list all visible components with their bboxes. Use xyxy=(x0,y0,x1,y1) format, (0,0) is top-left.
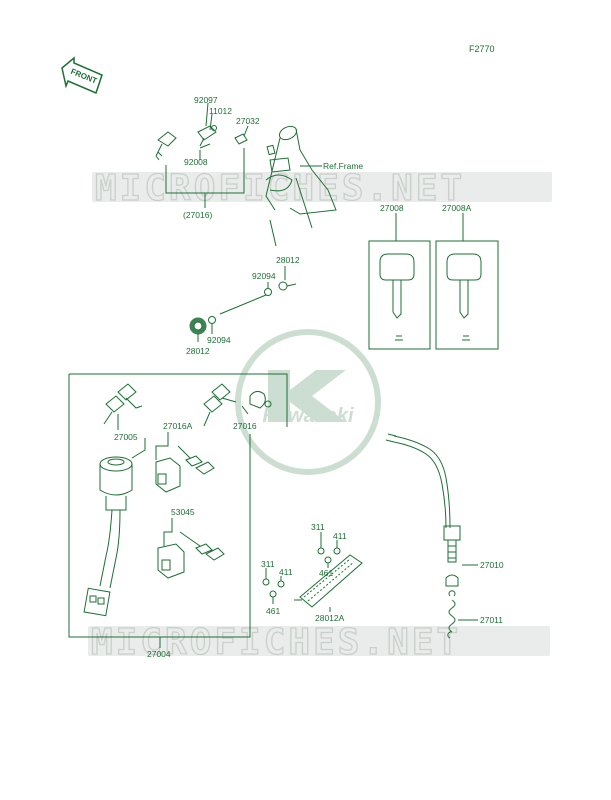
watermark-bottom: MICROFICHES.NET xyxy=(88,621,550,664)
kawasaki-logo: Kawasaki xyxy=(235,329,381,475)
ignition-switch-assembly: 27004 27016 27005 27016A xyxy=(68,373,288,659)
frame-head-pipe: Ref.Frame xyxy=(265,125,363,247)
label-ref-frame: Ref.Frame xyxy=(323,161,363,171)
watermark-text-bottom: MICROFICHES.NET xyxy=(91,622,461,663)
label-28012-top: 28012 xyxy=(276,255,300,265)
brake-light-switch: 27010 27011 xyxy=(385,433,504,639)
figure-code: F2770 xyxy=(469,44,495,54)
label-311-b: 311 xyxy=(261,559,275,569)
label-27016A: 27016A xyxy=(163,421,193,431)
label-92097: 92097 xyxy=(194,95,218,105)
logo-text: Kawasaki xyxy=(262,405,354,427)
label-27032: 27032 xyxy=(236,116,260,126)
label-461-b: 461 xyxy=(266,606,280,616)
reflector-assembly: 311 411 461 311 411 461 28012A xyxy=(261,522,363,623)
label-27005: 27005 xyxy=(114,432,138,442)
key-blanks: 27008 27008A xyxy=(368,203,499,350)
label-27008: 27008 xyxy=(380,203,404,213)
label-53045: 53045 xyxy=(171,507,195,517)
label-27004: 27004 xyxy=(147,649,171,659)
watermark-text-top: MICROFICHES.NET xyxy=(95,168,465,209)
label-11012: 11012 xyxy=(209,106,232,116)
label-311-a: 311 xyxy=(311,522,325,532)
label-27010: 27010 xyxy=(480,560,504,570)
label-28012-bottom: 28012 xyxy=(186,346,210,356)
label-92094-bottom: 92094 xyxy=(207,335,231,345)
label-27011: 27011 xyxy=(480,615,503,625)
key-set-group: 92097 11012 27032 92008 (27016) xyxy=(155,95,260,220)
label-411-a: 411 xyxy=(333,531,347,541)
front-arrow-icon: FRONT xyxy=(61,56,103,95)
label-461-a: 461 xyxy=(319,568,333,578)
label-27016-group: (27016) xyxy=(183,210,212,220)
label-27016: 27016 xyxy=(233,421,257,431)
watermark-top: MICROFICHES.NET xyxy=(92,167,552,210)
label-92008: 92008 xyxy=(184,157,208,167)
label-411-b: 411 xyxy=(279,567,293,577)
label-92094-top: 92094 xyxy=(252,271,276,281)
key-cap-parts: 28012 92094 92094 28012 xyxy=(186,255,300,356)
label-27008A: 27008A xyxy=(442,203,472,213)
label-28012A: 28012A xyxy=(315,613,345,623)
